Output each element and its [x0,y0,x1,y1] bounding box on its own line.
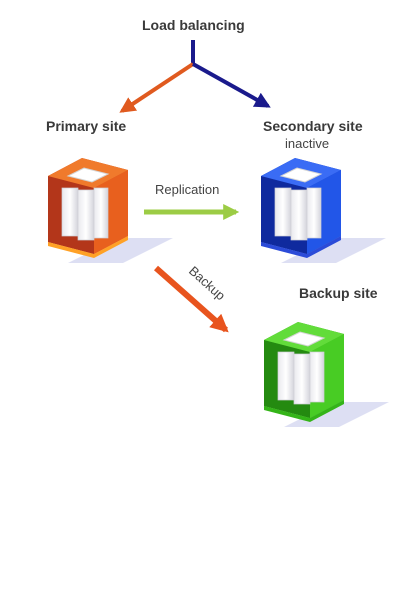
backup-site-label: Backup site [299,285,378,301]
secondary-site-cube [261,158,386,263]
primary-site-cube [48,158,173,263]
diagram-title: Load balancing [142,17,245,33]
lb-arrow-secondary [192,62,271,108]
backup-site-cube [264,322,389,427]
secondary-site-status: inactive [285,136,330,151]
backup-arrow [154,265,229,333]
primary-site-label: Primary site [46,118,127,134]
lb-arrow-primary [119,62,195,113]
load-balancing-arrows [119,40,271,113]
replication-label: Replication [155,182,220,197]
secondary-site-label: Secondary site [263,118,363,134]
